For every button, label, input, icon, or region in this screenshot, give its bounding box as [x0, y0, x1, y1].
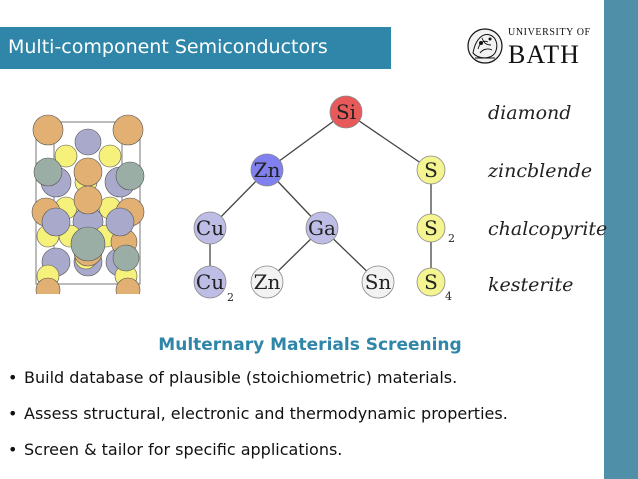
crystal-structure-image: [31, 114, 145, 294]
subscript-cu2: 2: [227, 291, 234, 304]
bullet-text: Screen & tailor for specific application…: [24, 440, 343, 459]
node-label-s4: S: [424, 270, 438, 294]
tree-node-s4: S 4: [416, 267, 452, 303]
section-title: Multernary Materials Screening: [158, 335, 462, 355]
tree-edges: [209, 111, 432, 283]
structure-label-diamond: diamond: [488, 102, 572, 124]
bullet-item: • Build database of plausible (stoichiome…: [8, 368, 508, 404]
university-logo: UNIVERSITY OF BATH: [466, 23, 591, 69]
logo-line1: UNIVERSITY OF: [508, 27, 591, 38]
node-label-cu2: Cu: [196, 270, 224, 294]
bullet-text: Assess structural, electronic and thermo…: [24, 404, 508, 423]
structure-label-chalcopyrite: chalcopyrite: [488, 218, 608, 240]
node-label-s2: S: [424, 216, 438, 240]
tree-node-cu: Cu: [193, 211, 227, 245]
tree-node-zn2: Zn: [250, 265, 284, 299]
bullet-glyph: •: [8, 368, 18, 387]
bullet-text: Build database of plausible (stoichiomet…: [24, 368, 458, 387]
tree-node-si: Si: [329, 95, 363, 129]
node-label-zn: Zn: [254, 158, 281, 182]
node-label-s: S: [424, 158, 438, 182]
bullet-glyph: •: [8, 440, 18, 459]
tree-node-cu2: Cu 2: [193, 265, 234, 304]
node-label-si: Si: [336, 100, 356, 124]
tree-node-s2: S 2: [416, 213, 455, 245]
element-substitution-tree: Si Zn S Cu Ga S 2 Cu 2 Zn Sn S 4: [193, 95, 455, 304]
node-label-sn: Sn: [365, 270, 392, 294]
structure-label-zincblende: zincblende: [488, 160, 593, 182]
node-label-zn2: Zn: [254, 270, 281, 294]
logo-line2: BATH: [508, 40, 580, 69]
title-bar: Multi-component Semiconductors: [0, 27, 391, 69]
structure-label-kesterite: kesterite: [488, 274, 574, 296]
tree-node-ga: Ga: [305, 211, 339, 245]
slide-side-bar: [604, 0, 638, 479]
subscript-s4: 4: [445, 290, 452, 303]
slide-title: Multi-component Semiconductors: [8, 36, 328, 58]
bullet-glyph: •: [8, 404, 18, 423]
subscript-s2: 2: [448, 232, 455, 245]
tree-node-s: S: [416, 155, 446, 185]
tree-node-zn: Zn: [250, 153, 284, 187]
bullet-item: • Assess structural, electronic and therm…: [8, 404, 508, 440]
bullet-item: • Screen & tailor for specific applicatio…: [8, 440, 508, 476]
node-label-cu: Cu: [196, 216, 224, 240]
bullet-list: • Build database of plausible (stoichiome…: [8, 368, 508, 476]
tree-node-sn: Sn: [361, 265, 395, 299]
node-label-ga: Ga: [308, 216, 336, 240]
